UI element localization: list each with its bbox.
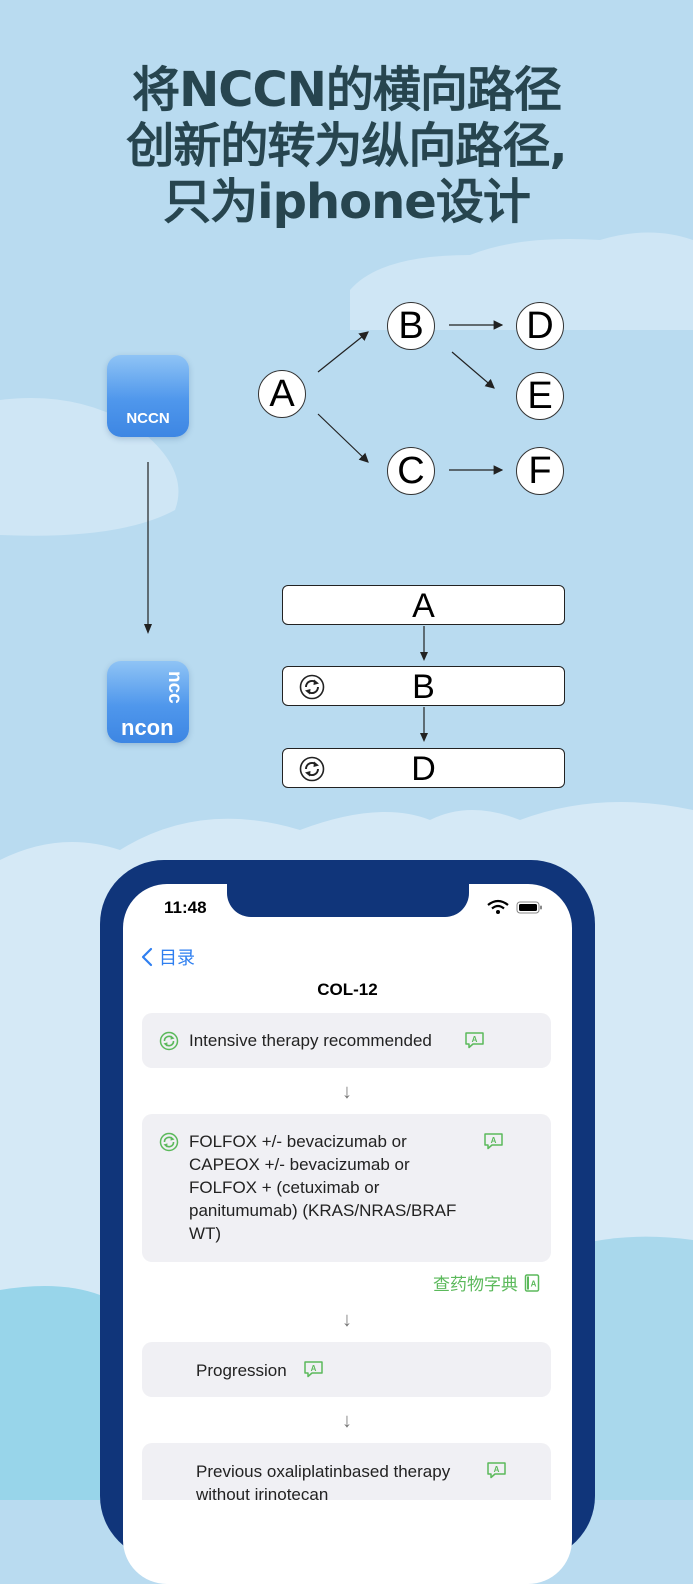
- card-text: Previous oxaliplatinbased therapy withou…: [196, 1460, 450, 1506]
- tree-node-b: B: [387, 302, 435, 350]
- drug-dictionary-label: 查药物字典: [433, 1275, 518, 1294]
- card-text: Intensive therapy recommended: [189, 1031, 432, 1050]
- tree-node-d: D: [516, 302, 564, 350]
- status-time: 11:48: [164, 898, 207, 917]
- card-text-line: CAPEOX +/- bevacizumab or: [189, 1155, 410, 1174]
- back-button[interactable]: 目录: [141, 944, 195, 970]
- card-text: FOLFOX +/- bevacizumab or CAPEOX +/- bev…: [189, 1130, 456, 1245]
- svg-text:A: A: [472, 1035, 478, 1044]
- svg-text:A: A: [531, 1279, 537, 1288]
- pathway-card[interactable]: Intensive therapy recommended A: [142, 1013, 551, 1068]
- translate-icon[interactable]: A: [303, 1360, 324, 1378]
- cycle-icon: [299, 756, 325, 782]
- ncon-app-icon-label: ncon: [121, 715, 174, 740]
- pathway-card[interactable]: Progression A: [142, 1342, 551, 1397]
- card-text-line: WT): [189, 1224, 222, 1243]
- page-headline: 将NCCN的横向路径 创新的转为纵向路径, 只为iphone设计: [0, 62, 693, 230]
- wifi-icon: [487, 899, 509, 914]
- down-arrow: ↓: [342, 1410, 352, 1432]
- transition-arrow: [144, 462, 152, 634]
- nccn-app-icon-label: NCCN: [126, 410, 170, 427]
- flow-box-a: A: [282, 585, 565, 625]
- translate-icon[interactable]: A: [483, 1132, 504, 1150]
- tree-node-f: F: [516, 447, 564, 495]
- drug-dictionary-link[interactable]: 查药物字典 A: [433, 1270, 540, 1295]
- tree-node-a: A: [258, 370, 306, 418]
- tree-node-c: C: [387, 447, 435, 495]
- flow-box-b: B: [282, 666, 565, 706]
- headline-line-1: 将NCCN的横向路径: [132, 62, 562, 118]
- dictionary-icon: A: [524, 1273, 540, 1292]
- flow-arrow-2: [420, 707, 428, 742]
- pathway-card[interactable]: Previous oxaliplatinbased therapy withou…: [142, 1443, 551, 1504]
- flow-box-d-label: D: [411, 750, 436, 788]
- headline-line-2: 创新的转为纵向路径,: [126, 118, 567, 174]
- card-text-line: FOLFOX + (cetuximab or: [189, 1178, 380, 1197]
- card-text-line: without irinotecan: [196, 1485, 329, 1504]
- translate-icon[interactable]: A: [464, 1031, 485, 1049]
- svg-text:A: A: [494, 1465, 500, 1474]
- flow-box-b-label: B: [412, 668, 435, 706]
- ncon-app-icon: ncc ncon: [107, 661, 189, 743]
- card-text-line: panitumumab) (KRAS/NRAS/BRAF: [189, 1201, 457, 1220]
- down-arrow: ↓: [342, 1309, 352, 1331]
- nccn-app-icon: NCCN: [107, 355, 189, 437]
- headline-line-3: 只为iphone设计: [163, 174, 531, 230]
- chevron-left-icon: [141, 947, 153, 967]
- svg-text:A: A: [311, 1364, 317, 1373]
- tree-diagram-edges: [317, 320, 504, 475]
- translate-icon[interactable]: A: [486, 1461, 507, 1479]
- battery-icon: [516, 901, 542, 914]
- phone-notch: [227, 876, 469, 917]
- cycle-icon: [159, 1031, 179, 1051]
- back-button-label: 目录: [159, 948, 195, 968]
- cycle-icon: [299, 674, 325, 700]
- card-text-line: FOLFOX +/- bevacizumab or: [189, 1132, 407, 1151]
- flow-arrow-1: [420, 626, 428, 661]
- card-text-line: Previous oxaliplatinbased therapy: [196, 1462, 451, 1481]
- ncon-app-icon-vertical-label: ncc: [164, 671, 185, 704]
- svg-text:A: A: [491, 1136, 497, 1145]
- pathway-card[interactable]: FOLFOX +/- bevacizumab or CAPEOX +/- bev…: [142, 1114, 551, 1262]
- flow-box-a-label: A: [412, 587, 435, 625]
- page-title: COL-12: [317, 980, 378, 999]
- cycle-icon: [159, 1132, 179, 1152]
- flow-box-d: D: [282, 748, 565, 788]
- card-text: Progression: [196, 1361, 287, 1380]
- tree-node-e: E: [516, 372, 564, 420]
- down-arrow: ↓: [342, 1081, 352, 1103]
- status-bar-icons: [487, 899, 542, 914]
